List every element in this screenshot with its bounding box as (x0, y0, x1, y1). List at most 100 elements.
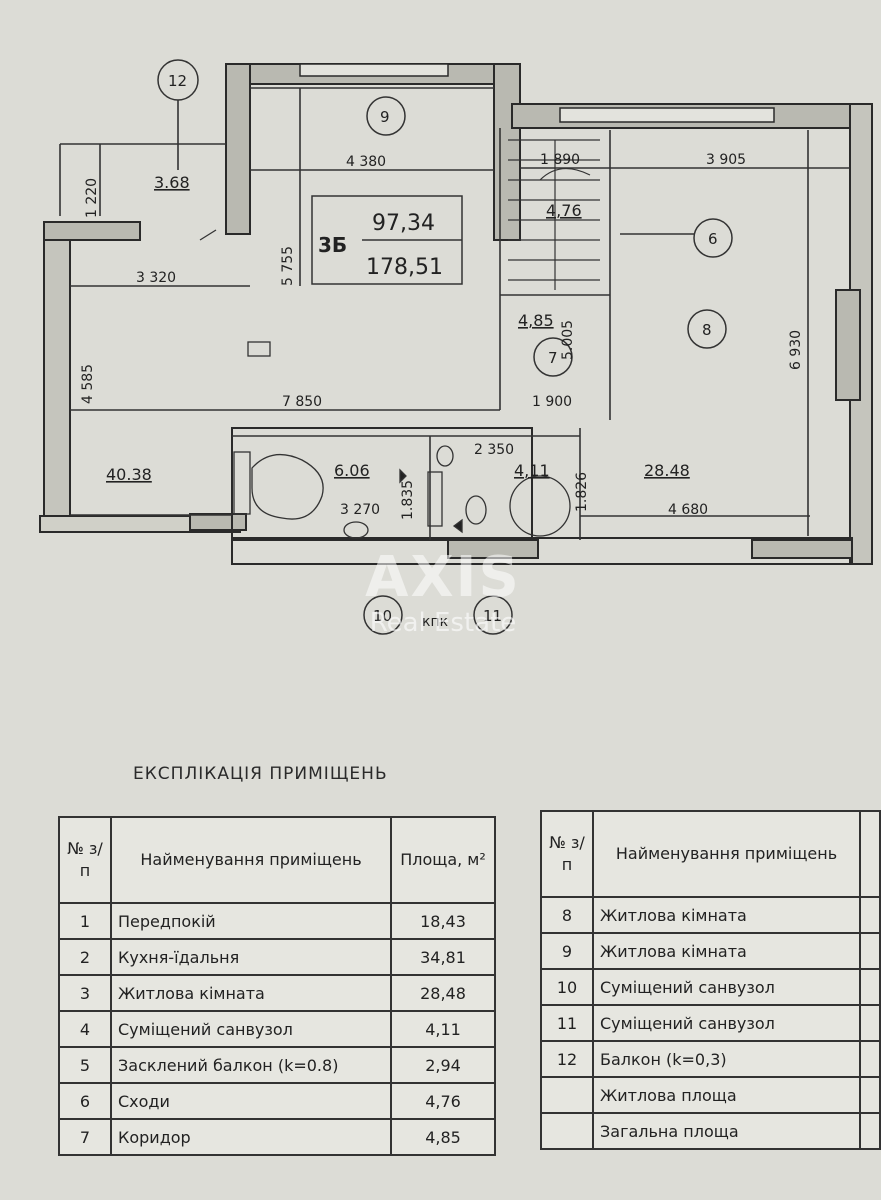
cell-num: 8 (540, 896, 594, 934)
area-corridor: 4,85 (518, 311, 554, 330)
cell-num: 10 (540, 968, 594, 1006)
dim-4680: 4 680 (668, 502, 708, 518)
col-num-header: № з/п (540, 810, 594, 898)
cell-name: Засклений балкон (k=0.8) (110, 1046, 392, 1084)
cell-cut (859, 1112, 881, 1150)
dim-3320: 3 320 (136, 270, 176, 286)
area-stairs: 4,76 (546, 201, 582, 220)
area-summary-box: 3Б 97,34 178,51 (311, 195, 463, 285)
cell-name: Суміщений санвузол (110, 1010, 392, 1048)
cell-num: 3 (58, 974, 112, 1012)
cell-name: Коридор (110, 1118, 392, 1156)
cell-num: 6 (58, 1082, 112, 1120)
dim-7850: 7 850 (282, 394, 322, 410)
cell-name: Кухня-їдальня (110, 938, 392, 976)
cell-name: Суміщений санвузол (592, 1004, 861, 1042)
cell-num: 12 (540, 1040, 594, 1078)
area-hall: 40.38 (106, 465, 152, 484)
cell-name: Житлова площа (592, 1076, 861, 1114)
bubble-7: 7 (548, 349, 558, 367)
cell-num: 11 (540, 1004, 594, 1042)
table-row: Загальна площа (540, 1112, 881, 1150)
cell-num: 4 (58, 1010, 112, 1048)
dim-5755: 5 755 (280, 246, 296, 286)
cell-area: 4,11 (390, 1010, 496, 1048)
cell-num: 9 (540, 932, 594, 970)
cell-cut (859, 968, 881, 1006)
col-area-header-cut (859, 810, 881, 898)
cell-name: Сходи (110, 1082, 392, 1120)
dim-5005: 5.005 (560, 320, 576, 360)
cell-num (540, 1112, 594, 1150)
room-bubbles (157, 59, 733, 635)
dim-4380: 4 380 (346, 154, 386, 170)
dim-3905: 3 905 (706, 152, 746, 168)
area-bath-left: 6.06 (334, 461, 370, 480)
explication-title: ЕКСПЛІКАЦІЯ ПРИМІЩЕНЬ (133, 764, 388, 784)
cell-num: 1 (58, 902, 112, 940)
cell-cut (859, 896, 881, 934)
dim-1900: 1 900 (532, 394, 572, 410)
cell-cut (859, 1040, 881, 1078)
table-header: № з/п Найменування приміщень Площа, м² (58, 816, 496, 904)
cell-cut (859, 1076, 881, 1114)
cell-area: 4,76 (390, 1082, 496, 1120)
cell-name: Житлова кімната (592, 932, 861, 970)
cell-cut (859, 932, 881, 970)
bubble-9: 9 (380, 108, 390, 126)
area-bath-right: 4,11 (514, 461, 550, 480)
cell-name: Загальна площа (592, 1112, 861, 1150)
cell-name: Суміщений санвузол (592, 968, 861, 1006)
col-name-header: Найменування приміщень (592, 810, 861, 898)
area-balcony: 3.68 (154, 173, 190, 192)
cell-name: Передпокій (110, 902, 392, 940)
cell-num (540, 1076, 594, 1114)
walls (39, 63, 873, 565)
bubble-12: 12 (168, 72, 187, 90)
dim-1220: 1 220 (84, 178, 100, 218)
floor-plan: 3Б 97,34 178,51 12 9 6 8 7 10 11 кпк 3.6… (39, 59, 873, 635)
cell-num: 7 (58, 1118, 112, 1156)
dim-1835: 1.835 (400, 480, 416, 520)
table-row: Житлова площа (540, 1076, 881, 1114)
cell-area: 34,81 (390, 938, 496, 976)
cell-num: 2 (58, 938, 112, 976)
cell-cut (859, 1004, 881, 1042)
total-area: 178,51 (366, 255, 443, 280)
cell-name: Балкон (k=0,3) (592, 1040, 861, 1078)
cell-area: 2,94 (390, 1046, 496, 1084)
cell-name: Житлова кімната (592, 896, 861, 934)
bubble-6: 6 (708, 230, 718, 248)
dim-6930: 6 930 (788, 330, 804, 370)
dim-3270: 3 270 (340, 502, 380, 518)
staircase (508, 139, 600, 290)
cell-area: 4,85 (390, 1118, 496, 1156)
fixtures (199, 229, 571, 539)
living-area-total: 97,34 (372, 211, 435, 236)
dim-4585: 4 585 (80, 364, 96, 404)
partitions (59, 87, 850, 540)
dim-1890: 1 890 (540, 152, 580, 168)
col-num-header: № з/п (58, 816, 112, 904)
col-area-header: Площа, м² (390, 816, 496, 904)
cell-area: 18,43 (390, 902, 496, 940)
cell-name: Житлова кімната (110, 974, 392, 1012)
area-room: 28.48 (644, 461, 690, 480)
bubble-10: 10 (373, 607, 392, 625)
dim-2350: 2 350 (474, 442, 514, 458)
apartment-code: 3Б (318, 233, 347, 257)
cell-num: 5 (58, 1046, 112, 1084)
col-name-header: Найменування приміщень (110, 816, 392, 904)
